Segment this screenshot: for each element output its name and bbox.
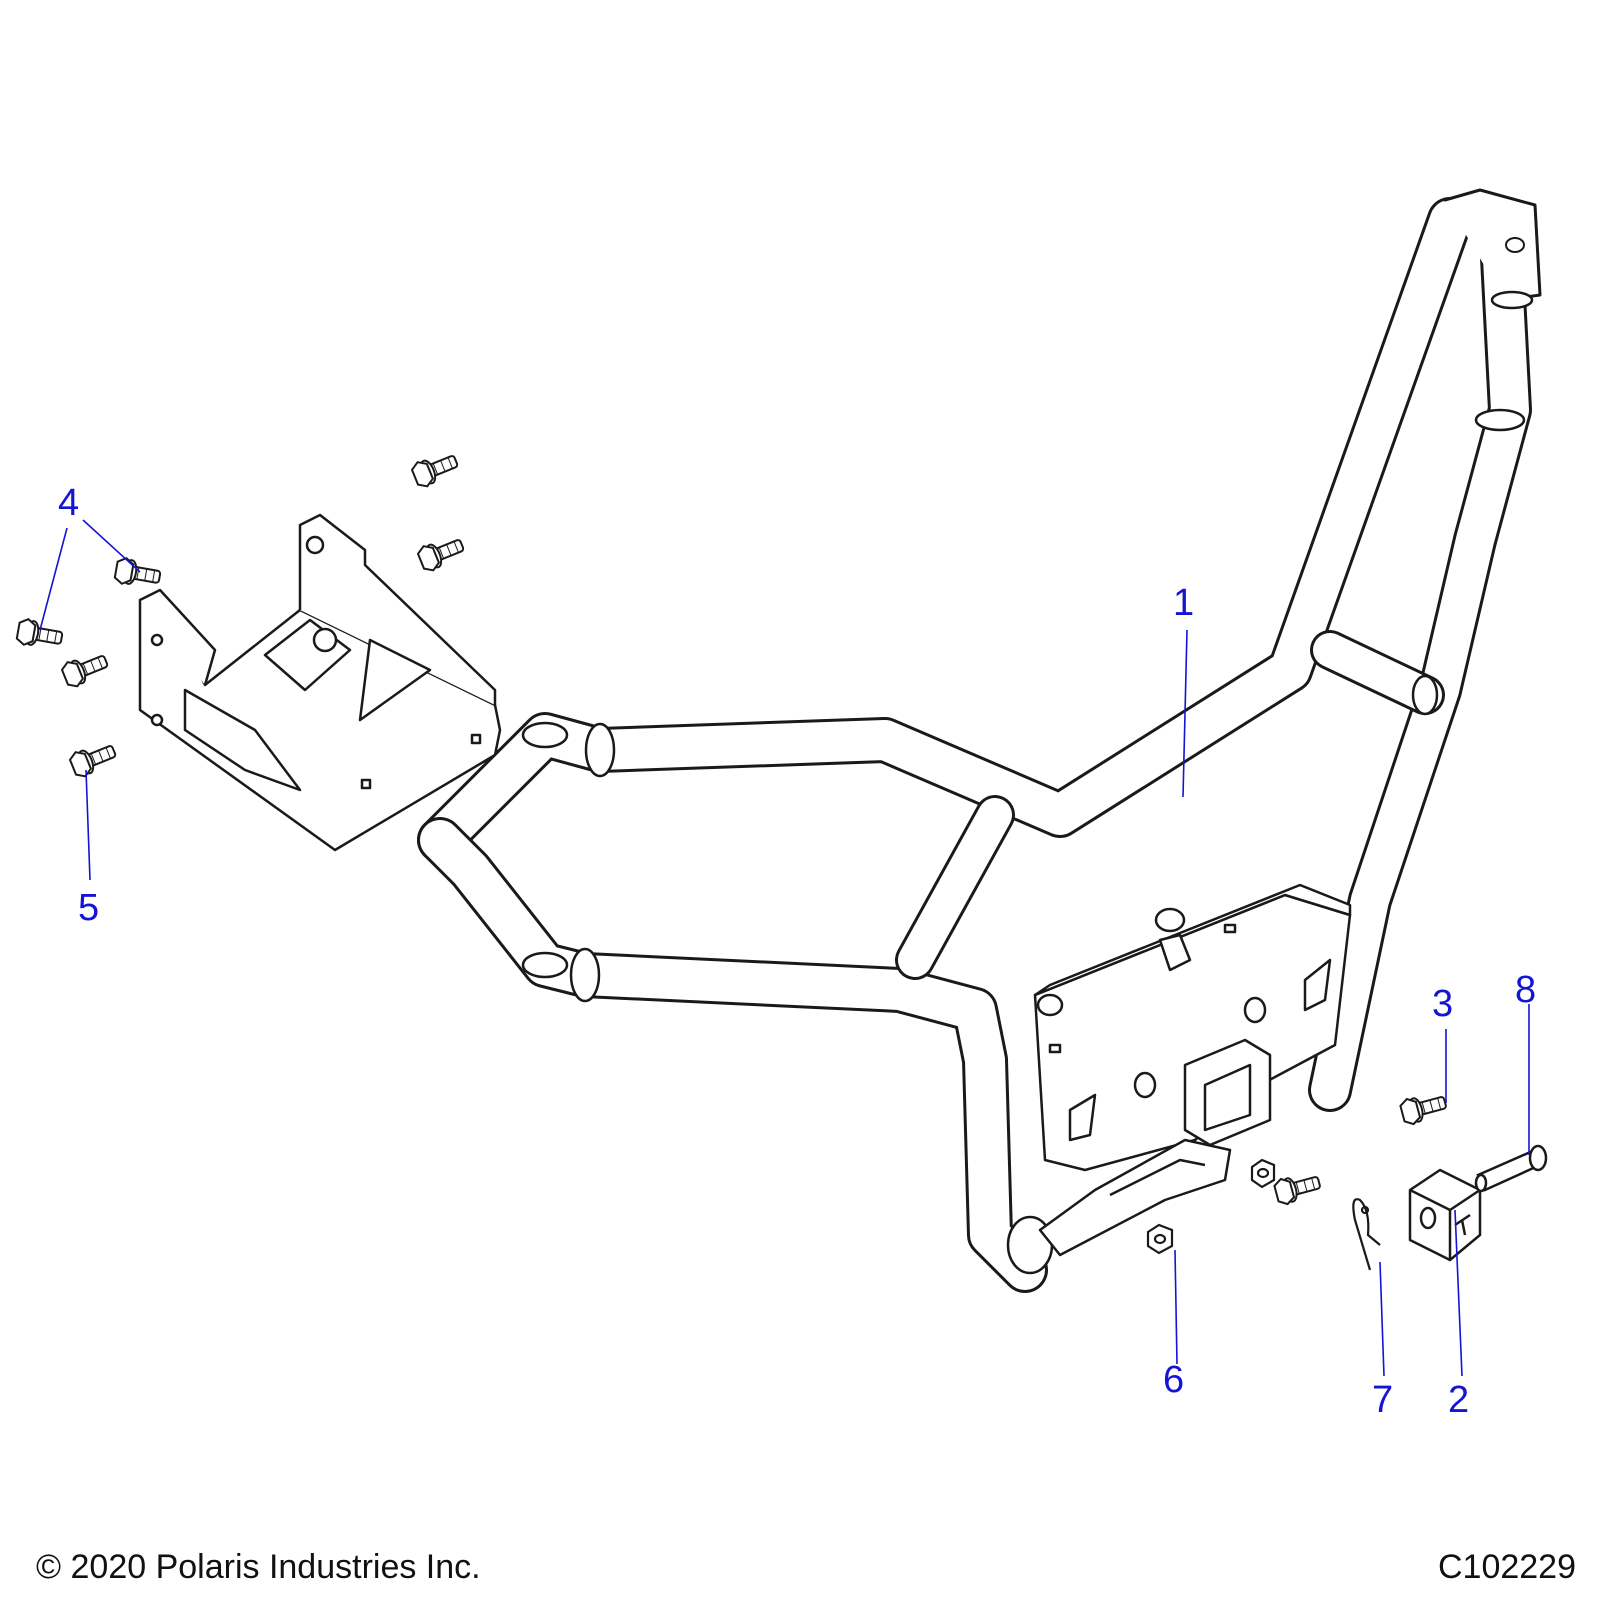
hitch-cover bbox=[1408, 1168, 1482, 1262]
copyright-notice: © 2020 Polaris Industries Inc. bbox=[36, 1548, 481, 1586]
leader-lines bbox=[39, 519, 1530, 1377]
flange-nuts bbox=[1146, 1158, 1276, 1255]
mounting-bracket bbox=[138, 513, 502, 852]
callout-5: 5 bbox=[78, 887, 99, 929]
callout-8: 8 bbox=[1515, 969, 1536, 1011]
callout-labels: 1 2 3 4 5 6 7 8 bbox=[58, 482, 1536, 1421]
callout-7: 7 bbox=[1372, 1379, 1393, 1421]
drawing-number: C102229 bbox=[1437, 1548, 1576, 1586]
callout-4: 4 bbox=[58, 482, 79, 524]
callout-1: 1 bbox=[1173, 582, 1194, 624]
hitch-plate bbox=[1033, 883, 1352, 1257]
callout-3: 3 bbox=[1432, 983, 1453, 1025]
callout-2: 2 bbox=[1448, 1379, 1469, 1421]
hitch-pin bbox=[1474, 1144, 1548, 1193]
callout-6: 6 bbox=[1163, 1359, 1184, 1401]
hair-pin-clip bbox=[1352, 1198, 1381, 1271]
bumper-tube-assembly bbox=[417, 188, 1542, 1293]
